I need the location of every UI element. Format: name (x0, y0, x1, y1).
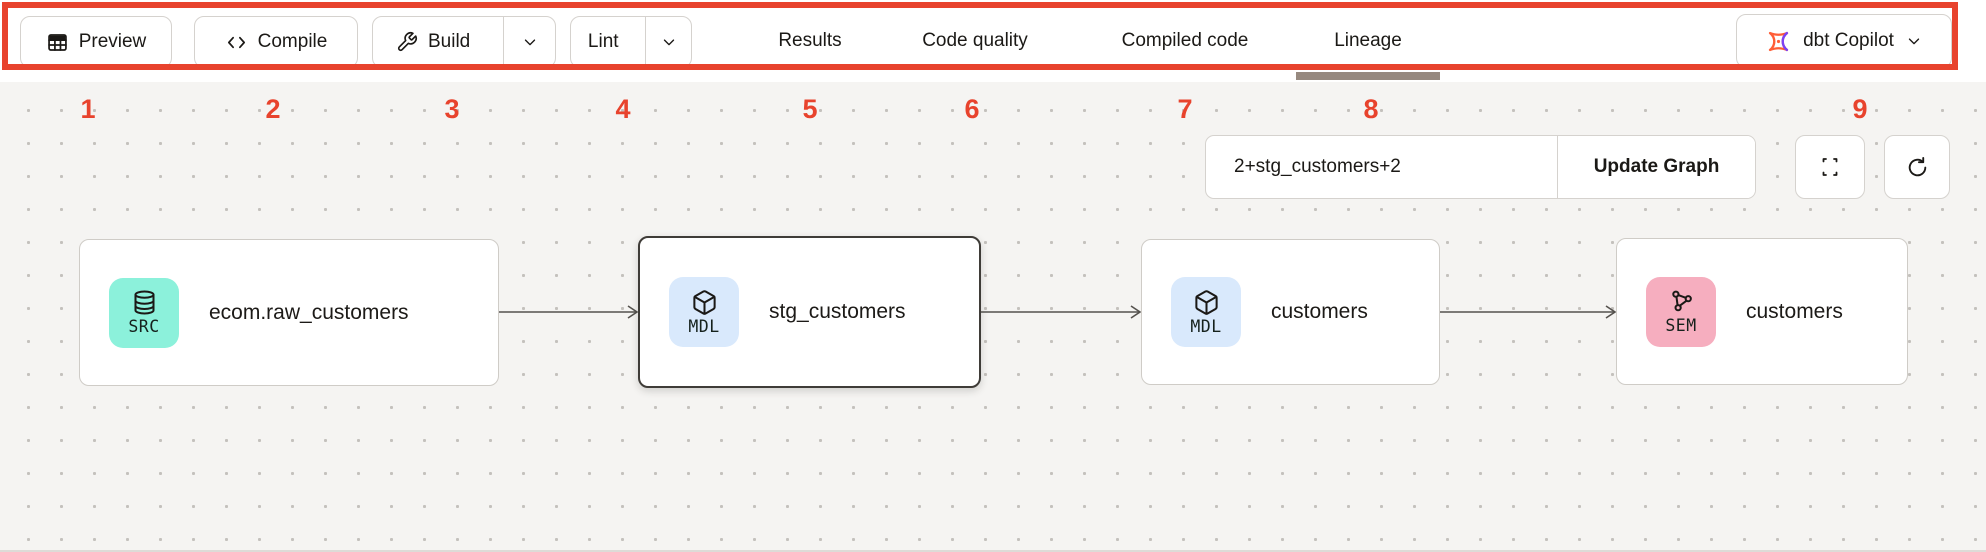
lint-split-button: Lint (570, 16, 692, 68)
model-type-badge: MDL (1171, 277, 1241, 347)
tab-lineage[interactable]: Lineage (1334, 0, 1402, 82)
compile-button-label: Compile (257, 31, 328, 52)
tab-results-label: Results (778, 30, 842, 51)
refresh-button[interactable] (1884, 135, 1950, 199)
active-tab-indicator (1296, 72, 1440, 80)
annotation-number: 2 (265, 94, 281, 124)
lint-dropdown-button[interactable] (645, 17, 691, 67)
model-type-badge: MDL (669, 277, 739, 347)
tab-compiled-code[interactable]: Compiled code (1122, 0, 1249, 82)
lineage-selector-group: Update Graph (1205, 135, 1756, 199)
chevron-down-icon (524, 39, 535, 46)
lineage-node-customers-model[interactable]: MDL customers (1141, 239, 1440, 385)
node-type-label: MDL (1190, 316, 1222, 336)
build-split-button: Build (372, 16, 556, 68)
update-graph-button[interactable]: Update Graph (1557, 136, 1755, 198)
node-label: stg_customers (769, 300, 906, 323)
tab-code-quality[interactable]: Code quality (922, 0, 1028, 82)
annotation-number: 9 (1852, 94, 1868, 124)
database-icon (133, 290, 155, 315)
tab-results[interactable]: Results (778, 0, 841, 82)
build-dropdown-button[interactable] (503, 17, 555, 67)
preview-button-label: Preview (78, 31, 147, 52)
table-icon (47, 33, 67, 51)
semantic-type-badge: SEM (1646, 276, 1716, 347)
lineage-node-stg-customers[interactable]: MDL stg_customers (638, 236, 981, 388)
code-icon (227, 36, 245, 48)
lint-button-label: Lint (587, 31, 619, 52)
node-label: customers (1271, 300, 1368, 323)
tab-code-quality-label: Code quality (922, 30, 1028, 51)
source-type-badge: SRC (109, 277, 179, 348)
annotation-number: 8 (1363, 94, 1379, 124)
lineage-selector-input[interactable] (1206, 136, 1557, 198)
refresh-icon (1908, 156, 1926, 176)
fullscreen-icon (1822, 158, 1838, 176)
tab-lineage-label: Lineage (1334, 30, 1402, 51)
lineage-edge (499, 305, 639, 319)
annotation-number: 3 (444, 94, 460, 124)
annotation-number: 6 (964, 94, 980, 124)
annotation-number: 7 (1177, 94, 1193, 124)
chevron-down-icon (1908, 38, 1920, 45)
dbt-copilot-label: dbt Copilot (1803, 30, 1894, 51)
lineage-node-customers-semantic[interactable]: SEM customers (1616, 238, 1908, 385)
wrench-icon (397, 32, 417, 52)
lineage-edge (981, 305, 1142, 319)
tab-compiled-code-label: Compiled code (1121, 30, 1249, 51)
cube-icon (1194, 289, 1218, 315)
lineage-node-ecom-raw-customers[interactable]: SRC ecom.raw_customers (79, 239, 499, 386)
lineage-canvas[interactable]: Update Graph SRC ecom. (0, 82, 1986, 552)
annotation-number: 4 (615, 94, 631, 124)
build-button-label: Build (428, 31, 471, 52)
node-label: customers (1746, 299, 1843, 323)
node-type-label: SEM (1665, 316, 1697, 335)
compile-button[interactable]: Compile (194, 16, 358, 68)
dbt-copilot-button[interactable]: dbt Copilot (1736, 14, 1952, 68)
editor-toolbar: Preview Compile Build Lint (0, 0, 1986, 82)
build-button[interactable]: Build (373, 17, 493, 67)
preview-button[interactable]: Preview (20, 16, 172, 68)
node-label: ecom.raw_customers (209, 300, 409, 324)
node-type-label: SRC (128, 317, 160, 336)
cube-icon (692, 289, 716, 315)
semantic-network-icon (1671, 290, 1692, 312)
node-type-label: MDL (688, 316, 720, 336)
panel-bottom-divider (0, 550, 1986, 552)
chevron-down-icon (663, 39, 674, 46)
annotation-number: 1 (80, 94, 96, 124)
lineage-edge (1440, 305, 1617, 319)
lint-button[interactable]: Lint (571, 17, 635, 67)
fullscreen-button[interactable] (1795, 135, 1865, 199)
annotation-number: 5 (802, 94, 818, 124)
dbt-copilot-logo-icon (1768, 31, 1789, 51)
